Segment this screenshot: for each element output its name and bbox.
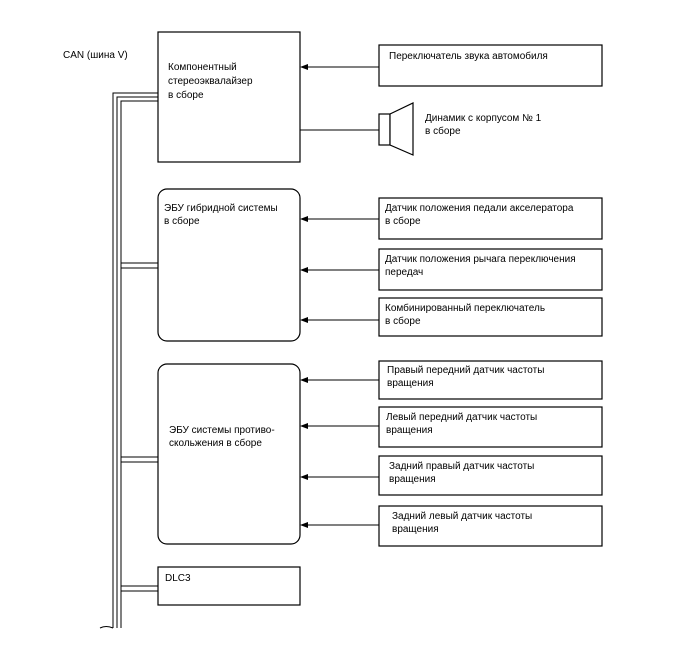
arrow-fr-speed <box>300 377 308 383</box>
svg-text:Динамик с корпусом № 1: Динамик с корпусом № 1 <box>425 113 542 124</box>
dlc3-label: DLC3 <box>165 573 191 584</box>
svg-text:стереоэквалайзер: стереоэквалайзер <box>168 76 253 87</box>
hybrid-ecu-label: ЭБУ гибридной системы в сборе <box>164 202 278 227</box>
shift-sensor-label: Датчик положения рычага переключения пер… <box>385 254 576 278</box>
speaker-icon <box>378 102 414 156</box>
svg-text:вращения: вращения <box>386 425 433 436</box>
arrow-rl-speed <box>300 522 308 528</box>
fl-speed-sensor-label: Левый передний датчик частоты вращения <box>386 412 537 436</box>
rl-speed-sensor-box <box>378 505 603 547</box>
abs-ecu-label: ЭБУ системы противо- скольжения в сборе <box>169 425 275 449</box>
svg-text:ЭБУ гибридной системы: ЭБУ гибридной системы <box>164 202 278 214</box>
rl-speed-sensor-label: Задний левый датчик частоты вращения <box>392 511 532 535</box>
combo-switch-box <box>378 297 603 337</box>
svg-text:вращения: вращения <box>387 378 434 389</box>
svg-text:Левый передний датчик частоты: Левый передний датчик частоты <box>386 412 537 423</box>
can-bus-wires <box>99 92 158 629</box>
dlc3-box <box>157 566 301 606</box>
svg-text:в сборе: в сборе <box>385 215 421 227</box>
equalizer-label: Компонентный стереоэквалайзер в сборе <box>168 62 253 101</box>
svg-text:в сборе: в сборе <box>168 89 204 101</box>
accel-sensor-label: Датчик положения педали акселератора в с… <box>385 203 574 227</box>
sound-switch-label: Переключатель звука автомобиля <box>389 50 548 62</box>
svg-text:Комбинированный переключатель: Комбинированный переключатель <box>385 302 545 314</box>
can-bus-label: CAN (шина V) <box>63 50 128 61</box>
arrow-rr-speed <box>300 474 308 480</box>
svg-text:в сборе: в сборе <box>164 215 200 227</box>
svg-text:вращения: вращения <box>392 524 439 535</box>
shift-sensor-box <box>378 248 603 291</box>
speaker-label: Динамик с корпусом № 1 в сборе <box>425 113 542 137</box>
svg-text:в сборе: в сборе <box>425 125 461 137</box>
equalizer-box <box>157 31 301 163</box>
arrow-sound-switch <box>300 64 308 70</box>
svg-text:Компонентный: Компонентный <box>168 62 237 73</box>
svg-text:Задний левый датчик частоты: Задний левый датчик частоты <box>392 511 532 522</box>
hybrid-ecu-box <box>157 188 301 342</box>
svg-text:Правый передний датчик частоты: Правый передний датчик частоты <box>387 365 544 376</box>
svg-text:ЭБУ системы противо-: ЭБУ системы противо- <box>169 425 275 436</box>
arrow-accel-sensor <box>300 216 308 222</box>
svg-text:Датчик положения педали акселе: Датчик положения педали акселератора <box>385 203 574 214</box>
combo-switch-label: Комбинированный переключатель в сборе <box>385 302 545 327</box>
svg-text:Датчик положения рычага перекл: Датчик положения рычага переключения <box>385 254 576 265</box>
arrow-fl-speed <box>300 423 308 429</box>
svg-text:передач: передач <box>385 267 423 278</box>
svg-text:Задний правый датчик частоты: Задний правый датчик частоты <box>389 461 534 472</box>
abs-ecu-box <box>157 363 301 545</box>
fr-speed-sensor-box <box>378 360 603 400</box>
rr-speed-sensor-label: Задний правый датчик частоты вращения <box>389 461 534 485</box>
fr-speed-sensor-label: Правый передний датчик частоты вращения <box>387 365 544 389</box>
sound-switch-box <box>378 44 603 87</box>
arrow-combo-switch <box>300 317 308 323</box>
svg-text:в сборе: в сборе <box>385 315 421 327</box>
arrow-shift-sensor <box>300 267 308 273</box>
svg-text:вращения: вращения <box>389 474 436 485</box>
fl-speed-sensor-box <box>378 406 603 448</box>
rr-speed-sensor-box <box>378 455 603 496</box>
svg-text:скольжения в сборе: скольжения в сборе <box>169 437 262 449</box>
